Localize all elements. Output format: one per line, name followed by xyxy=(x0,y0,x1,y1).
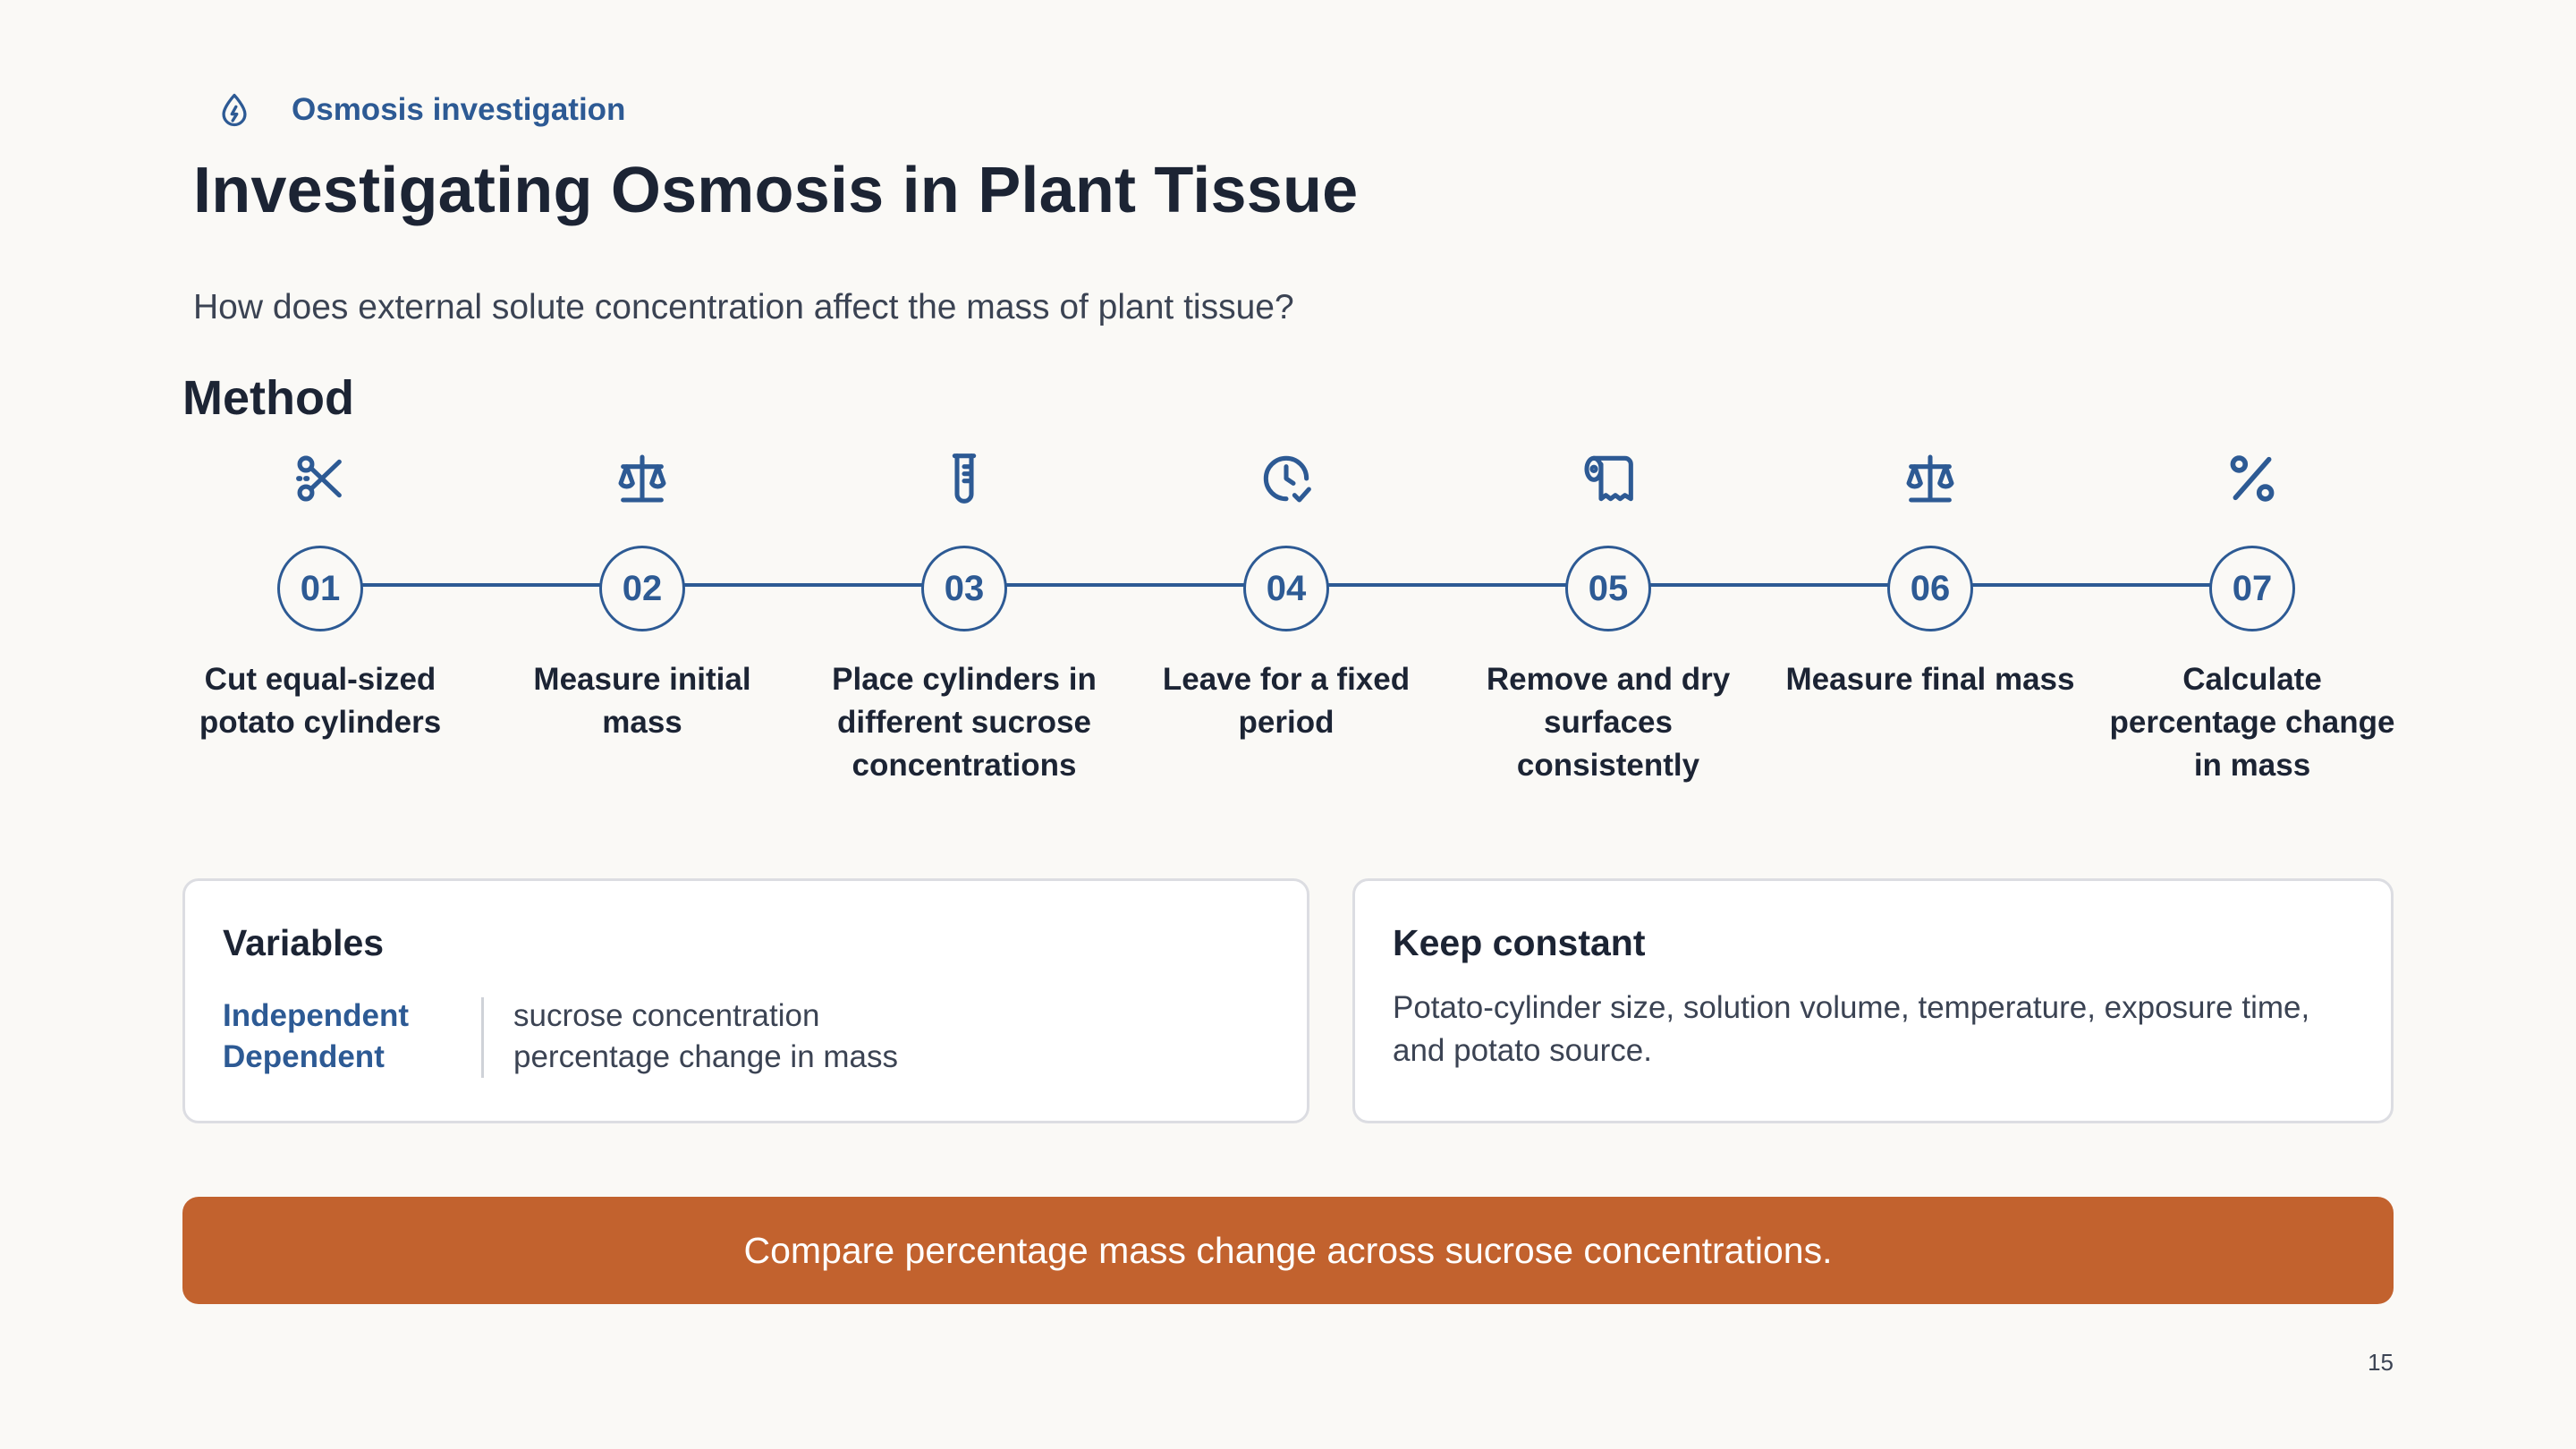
dependent-label: Dependent xyxy=(223,1039,385,1074)
step-label: Calculate percentage change in mass xyxy=(2109,662,2395,783)
step-number: 04 xyxy=(1243,546,1329,631)
independent-label: Independent xyxy=(223,998,410,1033)
step-number: 07 xyxy=(2209,546,2295,631)
test-tube-icon xyxy=(933,447,996,510)
method-heading: Method xyxy=(182,371,354,425)
step-label: Remove and dry surfaces consistently xyxy=(1486,662,1731,783)
method-step-5: 05 Remove and dry surfaces consistently xyxy=(1456,447,1760,787)
step-label: Cut equal-sized potato cylinders xyxy=(199,662,442,740)
kicker: Osmosis investigation xyxy=(213,88,625,132)
constants-title: Keep constant xyxy=(1393,922,1646,963)
conclusion-banner: Compare percentage mass change across su… xyxy=(182,1197,2394,1304)
variables-divider xyxy=(481,997,484,1078)
step-number: 06 xyxy=(1887,546,1973,631)
constants-text: Potato-cylinder size, solution volume, t… xyxy=(1393,990,2310,1068)
research-question: How does external solute concentration a… xyxy=(193,288,1294,326)
variable-labels: Independent Dependent xyxy=(223,996,409,1078)
step-number: 01 xyxy=(277,546,363,631)
constants-card: Keep constant Potato-cylinder size, solu… xyxy=(1352,878,2394,1123)
step-label: Measure final mass xyxy=(1785,662,2075,697)
method-step-1: 01 Cut equal-sized potato cylinders xyxy=(168,447,472,744)
page-number: 15 xyxy=(2368,1349,2394,1376)
step-label: Leave for a fixed period xyxy=(1162,662,1411,740)
scale-icon xyxy=(611,447,674,510)
banner-text: Compare percentage mass change across su… xyxy=(743,1229,1833,1271)
clock-check-icon xyxy=(1255,447,1318,510)
method-step-2: 02 Measure initial mass xyxy=(490,447,794,744)
dependent-value: percentage change in mass xyxy=(513,1039,898,1074)
independent-value: sucrose concentration xyxy=(513,998,820,1033)
variable-values: sucrose concentration percentage change … xyxy=(513,996,898,1078)
droplet-bolt-icon xyxy=(213,89,256,131)
kicker-label: Osmosis investigation xyxy=(292,92,626,127)
step-label: Measure initial mass xyxy=(533,662,751,740)
percent-icon xyxy=(2221,447,2284,510)
page-title: Investigating Osmosis in Plant Tissue xyxy=(193,155,1359,226)
scale-icon xyxy=(1899,447,1962,510)
step-label: Place cylinders in different sucrose con… xyxy=(832,662,1097,783)
method-step-7: 07 Calculate percentage change in mass xyxy=(2100,447,2404,787)
step-number: 05 xyxy=(1565,546,1651,631)
method-step-6: 06 Measure final mass xyxy=(1778,447,2082,701)
paper-towel-icon xyxy=(1577,447,1640,510)
step-number: 03 xyxy=(921,546,1007,631)
method-step-3: 03 Place cylinders in different sucrose … xyxy=(812,447,1116,787)
scissors-icon xyxy=(289,447,352,510)
step-number: 02 xyxy=(599,546,685,631)
variables-card: Variables Independent Dependent sucrose … xyxy=(182,878,1309,1123)
method-step-4: 04 Leave for a fixed period xyxy=(1134,447,1438,744)
variables-title: Variables xyxy=(223,922,385,963)
